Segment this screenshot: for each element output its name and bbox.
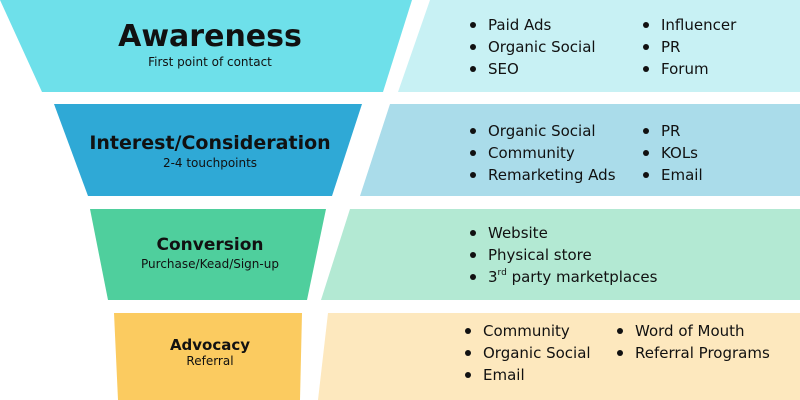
- awareness-channels-right: Influencer PR Forum: [639, 14, 736, 80]
- advocacy-channels-panel: [318, 313, 800, 400]
- list-item: Paid Ads: [466, 14, 596, 36]
- conversion-label: Conversion Purchase/Kead/Sign-up: [105, 236, 315, 271]
- list-item: Word of Mouth: [613, 320, 770, 342]
- interest-channels-right: PR KOLs Email: [639, 120, 703, 186]
- list-item: 3rd party marketplaces: [466, 266, 657, 288]
- interest-title: Interest/Consideration: [89, 132, 331, 154]
- list-item: Physical store: [466, 244, 657, 266]
- conversion-channels: Website Physical store 3rd party marketp…: [466, 222, 657, 288]
- list-item-text: party marketplaces: [511, 268, 658, 286]
- list-item: Organic Social: [466, 36, 596, 58]
- list-item: KOLs: [639, 142, 703, 164]
- conversion-channels-panel: [321, 209, 800, 300]
- list-item: Community: [461, 320, 591, 342]
- list-item: Forum: [639, 58, 736, 80]
- ordinal-number: 3: [488, 268, 498, 286]
- awareness-channels-panel: [398, 0, 800, 92]
- interest-funnel-segment: [54, 104, 362, 196]
- awareness-channels-left: Paid Ads Organic Social SEO: [466, 14, 596, 80]
- advocacy-funnel-segment: [114, 313, 302, 400]
- ordinal-suffix: rd: [497, 268, 507, 278]
- interest-channels-left: Organic Social Community Remarketing Ads: [466, 120, 616, 186]
- advocacy-label: Advocacy Referral: [120, 337, 300, 368]
- awareness-subtitle: First point of contact: [148, 55, 272, 69]
- list-item: PR: [639, 120, 703, 142]
- list-item: Email: [461, 364, 591, 386]
- awareness-title: Awareness: [118, 19, 302, 54]
- advocacy-title: Advocacy: [169, 336, 251, 354]
- list-item: Website: [466, 222, 657, 244]
- interest-label: Interest/Consideration 2-4 touchpoints: [70, 133, 350, 170]
- advocacy-subtitle: Referral: [186, 353, 234, 368]
- awareness-label: Awareness First point of contact: [95, 20, 325, 69]
- conversion-title: Conversion: [156, 235, 264, 255]
- list-item: Organic Social: [461, 342, 591, 364]
- list-item: Community: [466, 142, 616, 164]
- conversion-funnel-segment: [90, 209, 326, 300]
- list-item: PR: [639, 36, 736, 58]
- list-item: Organic Social: [466, 120, 616, 142]
- list-item: Email: [639, 164, 703, 186]
- list-item: Remarketing Ads: [466, 164, 616, 186]
- list-item: Influencer: [639, 14, 736, 36]
- conversion-subtitle: Purchase/Kead/Sign-up: [141, 256, 279, 271]
- advocacy-channels-left: Community Organic Social Email: [461, 320, 591, 386]
- awareness-funnel-segment: [0, 0, 412, 92]
- interest-subtitle: 2-4 touchpoints: [162, 155, 258, 170]
- list-item: Referral Programs: [613, 342, 770, 364]
- list-item: SEO: [466, 58, 596, 80]
- advocacy-channels-right: Word of Mouth Referral Programs: [613, 320, 770, 364]
